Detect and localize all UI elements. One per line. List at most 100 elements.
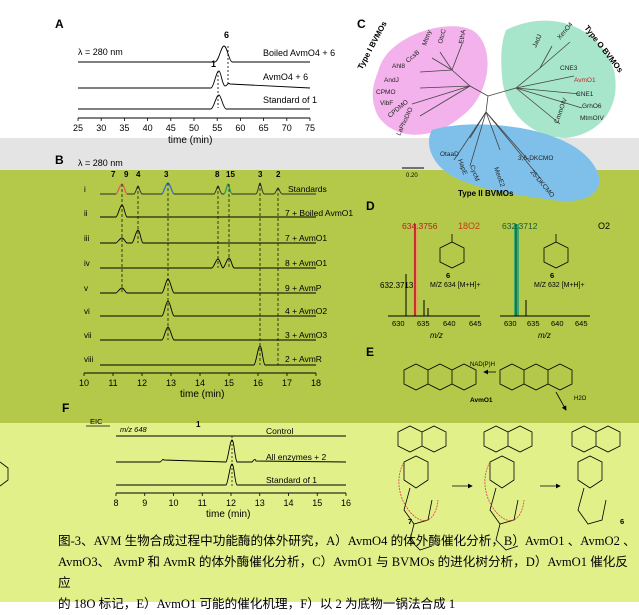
- f-ticks-label: 12: [226, 498, 236, 508]
- a-ticks-label: 40: [143, 123, 153, 133]
- b-ticks-label: 16: [253, 378, 263, 388]
- d-xlabel-left: m/z: [430, 331, 443, 340]
- e-enzyme: AvmO1: [470, 397, 493, 404]
- a-ticks-label: 35: [119, 123, 129, 133]
- b-trace-standards: [100, 182, 316, 195]
- panel-e-letter: E: [366, 345, 374, 359]
- b-xlabel: time (min): [180, 389, 224, 400]
- b-trace-vii: [100, 326, 316, 341]
- svg-text:CNE3: CNE3: [560, 65, 578, 72]
- b-dashed-guides: [121, 183, 279, 365]
- a-ticks-label: 45: [166, 123, 176, 133]
- a-trace-label-2: AvmO4 + 6: [263, 72, 308, 82]
- a-ticks-label: 65: [259, 123, 269, 133]
- svg-text:8: 8: [215, 170, 220, 179]
- e-flavin-right: [499, 363, 573, 391]
- e-intermediate-2: [483, 425, 533, 551]
- svg-text:645: 645: [575, 319, 588, 328]
- svg-text:6: 6: [550, 271, 554, 280]
- trace-a-boiled: [78, 45, 310, 63]
- svg-text:Standards: Standards: [288, 184, 327, 194]
- b-trace-vi: [100, 300, 316, 317]
- e-intermediate-1: [397, 425, 447, 551]
- type2-clade: [428, 124, 600, 202]
- svg-text:VibF: VibF: [380, 100, 393, 107]
- svg-text:3,6-DKCMO: 3,6-DKCMO: [518, 155, 553, 162]
- caption-line-2: AvmO3、 AvmP 和 AvmR 的体外酶催化分析，C）AvmO1 与 BV…: [58, 555, 628, 590]
- b-trace-iv: [100, 257, 316, 269]
- svg-text:AndJ: AndJ: [384, 77, 399, 84]
- b-trace-numbers: i ii iii iv v vi vii viii: [84, 185, 94, 364]
- f-ticks-label: 10: [168, 498, 178, 508]
- d-left-tag: 18O2: [458, 221, 480, 231]
- b-peak-labels: 7 9 4 3 8 15 3 2: [111, 170, 281, 179]
- svg-text:645: 645: [469, 319, 482, 328]
- a-peak-1: 1: [211, 59, 216, 69]
- d-left-label: M/Z 634 [M+H]+: [430, 282, 481, 289]
- d-x-ticks: 630 635 640 645 630 635 640 645: [392, 319, 588, 328]
- b-ticks-label: 10: [79, 378, 89, 388]
- b-ticks-label: 18: [311, 378, 321, 388]
- d-left-minor-mz: 632.3713: [380, 281, 414, 290]
- d-left-structure: [439, 234, 465, 269]
- panel-b-letter: B: [55, 153, 64, 167]
- d-right-label: M/Z 632 [M+H]+: [534, 282, 585, 289]
- svg-text:635: 635: [417, 319, 430, 328]
- svg-text:2: 2: [276, 170, 281, 179]
- f-ticks-label: 9: [142, 498, 147, 508]
- a-ticks-label: 55: [212, 123, 222, 133]
- panel-e: E NAD(P)H AvmO1 H2O: [366, 345, 624, 551]
- b-ticks-label: 13: [166, 378, 176, 388]
- b-ticks-label: 12: [137, 378, 147, 388]
- e-cofactor: NAD(P)H: [470, 362, 495, 368]
- svg-text:3: 3: [258, 170, 263, 179]
- b-trace-labels: Standards 7 + Boiled AvmO1 7 + AvmO1 8 +…: [285, 184, 353, 364]
- svg-text:i: i: [84, 185, 86, 194]
- panel-b-wavelength: λ = 280 nm: [78, 158, 123, 168]
- svg-text:9: 9: [124, 170, 129, 179]
- svg-text:640: 640: [551, 319, 564, 328]
- svg-text:OtaaD: OtaaD: [440, 151, 459, 158]
- a-xlabel: time (min): [168, 135, 212, 146]
- trace-a-standard: [78, 94, 310, 110]
- f-eic: EIC: [90, 417, 103, 426]
- b-trace-iii: [100, 229, 316, 244]
- panel-a-wavelength: λ = 280 nm: [78, 47, 123, 57]
- type2-label: Type II BVMOs: [458, 189, 514, 198]
- f-xlabel: time (min): [206, 509, 250, 520]
- f-ticks-label: 11: [198, 498, 207, 508]
- figure-canvas: A λ = 280 nm 6 1 Boiled AvmO4 + 6 AvmO4 …: [0, 17, 625, 551]
- yellow-band: [0, 423, 639, 602]
- e-water: H2O: [574, 396, 587, 402]
- b-ticks-label: 11: [108, 378, 117, 388]
- svg-text:ii: ii: [84, 209, 88, 218]
- svg-text:CNE1: CNE1: [576, 91, 594, 98]
- panel-a: A λ = 280 nm 6 1 Boiled AvmO4 + 6 AvmO4 …: [55, 17, 335, 146]
- b-ticks-label: 17: [282, 378, 292, 388]
- svg-text:7 + AvmO1: 7 + AvmO1: [285, 233, 327, 243]
- svg-text:AvmO1: AvmO1: [574, 77, 596, 84]
- a-trace-label-1: Boiled AvmO4 + 6: [263, 48, 335, 58]
- f-peak-1: 1: [196, 420, 201, 429]
- svg-text:3: 3: [164, 170, 169, 179]
- olive-band: [0, 170, 639, 423]
- a-ticks-label: 30: [96, 123, 106, 133]
- a-trace-label-3: Standard of 1: [263, 95, 317, 105]
- svg-text:15: 15: [226, 170, 235, 179]
- svg-text:630: 630: [504, 319, 517, 328]
- svg-text:7: 7: [111, 170, 116, 179]
- f-label-control: Control: [266, 426, 294, 436]
- f-mz: m/z 648: [120, 425, 148, 434]
- a-ticks-label: 50: [189, 123, 199, 133]
- panel-d: D 634.3756 632.3713 18O2 6 M/Z 634 [M+H]…: [366, 199, 610, 340]
- svg-text:9 + AvmP: 9 + AvmP: [285, 283, 322, 293]
- svg-text:3 + AvmO3: 3 + AvmO3: [285, 330, 327, 340]
- f-ticks-label: 13: [255, 498, 265, 508]
- d-right-tag: O2: [598, 221, 610, 231]
- b-ticks-label: 15: [224, 378, 234, 388]
- b-trace-v: [100, 278, 316, 294]
- panel-f-letter: F: [62, 401, 69, 415]
- svg-text:vi: vi: [84, 307, 90, 316]
